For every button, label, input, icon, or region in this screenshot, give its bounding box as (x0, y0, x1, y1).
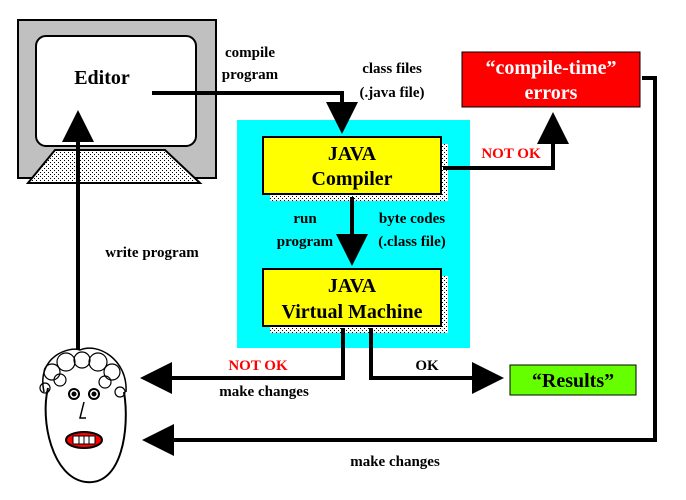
arrow-ok (369, 328, 504, 394)
monitor-stand (25, 149, 203, 184)
label-make-changes-run: make changes (219, 384, 309, 400)
editor-label: Editor (74, 67, 130, 89)
arrow-compile (152, 91, 358, 134)
jvm-line1: JAVA (328, 275, 377, 297)
compiler-line2: Compiler (311, 168, 392, 190)
compiler-rect (262, 136, 442, 195)
java-compiler-box: JAVA Compiler (262, 136, 448, 201)
results-rect (509, 364, 637, 396)
label-not-ok-compile: NOT OK (481, 146, 541, 162)
arrow-not-ok-run (140, 328, 345, 394)
compiler-line1: JAVA (328, 143, 377, 165)
jvm-box: JAVA Virtual Machine (262, 268, 448, 333)
label-program: program (222, 67, 279, 83)
label-not-ok-run: NOT OK (228, 358, 288, 374)
results-box: “Results” (509, 364, 637, 396)
errors-line1: “compile-time” (485, 57, 616, 79)
label-class-files: class files (362, 61, 422, 77)
editor-monitor: Editor (17, 19, 217, 184)
label-ok: OK (415, 358, 439, 374)
arrow-errors-make-changes (142, 76, 657, 456)
errors-line2: errors (525, 82, 578, 104)
label-byte-codes: byte codes (379, 211, 445, 227)
label-run-program: program (277, 234, 334, 250)
compile-errors-box: “compile-time” errors (461, 51, 641, 108)
label-class-file: (.class file) (378, 234, 445, 250)
label-compile: compile (225, 45, 275, 61)
arrow-not-ok-compile (443, 112, 569, 170)
jvm-rect (262, 268, 442, 327)
errors-rect (461, 51, 641, 108)
results-label: “Results” (532, 370, 614, 392)
label-run: run (293, 211, 317, 227)
label-make-changes-bottom: make changes (350, 454, 440, 470)
programmer-face-icon (39, 347, 127, 484)
label-write-program: write program (105, 245, 199, 261)
arrows (62, 76, 657, 456)
label-java-file: (.java file) (360, 85, 425, 101)
jvm-line2: Virtual Machine (282, 301, 423, 323)
